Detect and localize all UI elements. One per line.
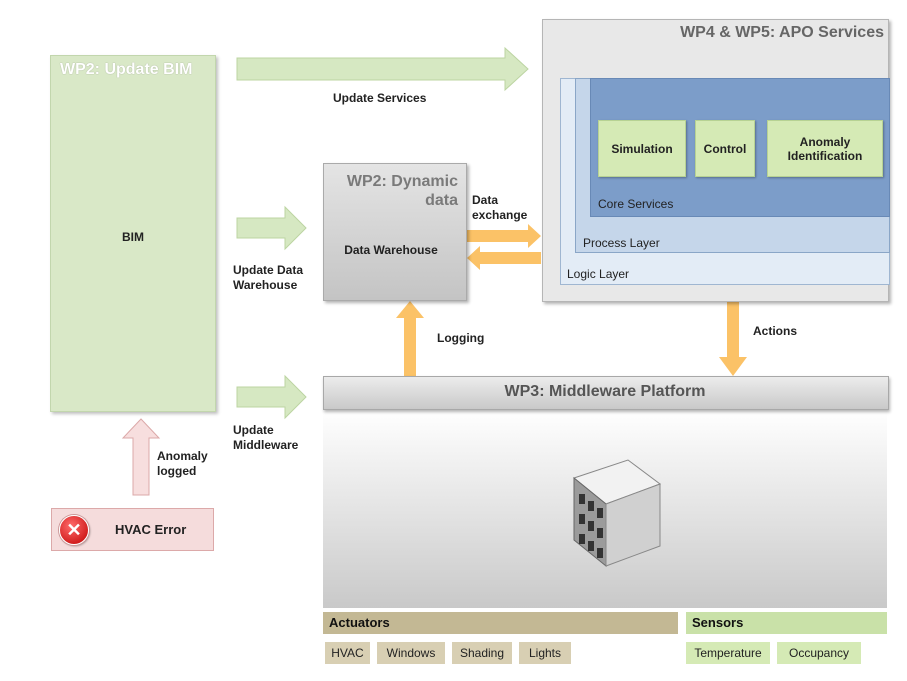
update-middleware-arrow — [236, 374, 307, 420]
bim-panel-title: WP2: Update BIM — [60, 61, 193, 78]
data-exchange-arrow-left — [467, 246, 541, 270]
wp2-update-bim-panel — [50, 55, 216, 412]
actuators-header: Actuators — [323, 612, 678, 634]
update-services-arrow — [236, 46, 529, 92]
logging-label: Logging — [437, 331, 485, 345]
dynamic-data-title: WP2: Dynamic data — [346, 173, 458, 209]
actions-label: Actions — [753, 324, 798, 338]
core-services-label: Core Services — [598, 197, 674, 211]
logging-arrow — [396, 301, 424, 376]
simulation-service: Simulation — [598, 120, 686, 177]
anomaly-identification-service: Anomaly Identification — [767, 120, 883, 177]
update-data-warehouse-arrow — [236, 205, 307, 251]
sensors-header: Sensors — [686, 612, 887, 634]
logic-layer-label: Logic Layer — [567, 267, 630, 281]
actions-arrow — [719, 302, 747, 376]
data-exchange-arrow-right — [466, 224, 541, 248]
actuator-item-windows: Windows — [377, 642, 445, 664]
anomaly-logged-arrow — [121, 418, 161, 496]
hvac-error-label: HVAC Error — [115, 522, 187, 537]
update-data-warehouse-label: Update Data Warehouse — [233, 263, 304, 292]
update-middleware-label: Update Middleware — [233, 423, 299, 452]
sensor-item-temperature: Temperature — [686, 642, 770, 664]
actuator-item-lights: Lights — [519, 642, 571, 664]
building-icon — [572, 459, 662, 568]
actuator-item-shading: Shading — [452, 642, 512, 664]
data-exchange-label: Data exchange — [472, 193, 528, 222]
error-icon: ✕ — [59, 515, 89, 545]
actuator-item-hvac: HVAC — [325, 642, 370, 664]
wp2-dynamic-data-panel — [323, 163, 467, 301]
bim-database-label: BIM — [122, 230, 144, 244]
middleware-platform-bar — [323, 376, 889, 410]
process-layer-label: Process Layer — [583, 236, 660, 250]
update-services-label: Update Services — [333, 91, 427, 105]
control-service: Control — [695, 120, 755, 177]
data-warehouse-label: Data Warehouse — [344, 243, 438, 257]
anomaly-logged-label: Anomaly logged — [157, 449, 208, 478]
sensor-item-occupancy: Occupancy — [777, 642, 861, 664]
apo-services-title: WP4 & WP5: APO Services — [680, 24, 884, 41]
middleware-platform-title: WP3: Middleware Platform — [504, 383, 706, 400]
